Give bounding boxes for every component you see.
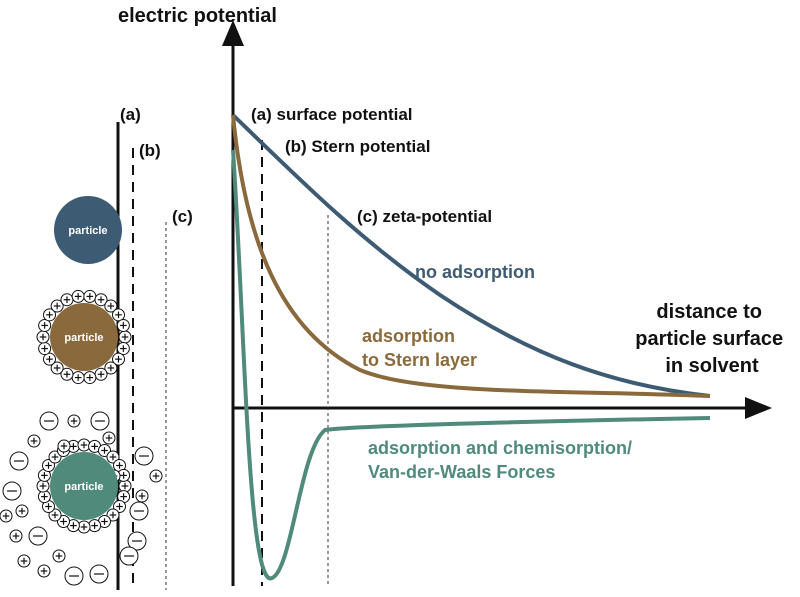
x-axis-label-line: particle surface — [635, 328, 783, 350]
curve-label-stern-adsorption: adsorption to Stern layer — [362, 326, 477, 370]
curve-label-line: adsorption and chemisorption/ — [368, 438, 632, 458]
x-axis-label: distance to particle surface in solvent — [635, 301, 788, 377]
particle-brown — [50, 303, 118, 371]
ions-group — [0, 289, 163, 586]
y-axis-label: electric potential — [118, 5, 277, 27]
particle-label: particle — [64, 481, 103, 493]
curve-no-adsorption — [231, 113, 711, 398]
x-axis-label-line: in solvent — [665, 355, 759, 377]
stern-potential-label: (b) Stern potential — [285, 137, 430, 156]
particle-blue — [54, 196, 122, 264]
plane-a-label: (a) — [120, 105, 141, 124]
curve-label-line: to Stern layer — [362, 350, 477, 370]
curve-label-line: adsorption — [362, 326, 455, 346]
x-axis-arrow-icon — [745, 397, 772, 419]
particle-teal — [50, 452, 118, 520]
zeta-potential-label: (c) zeta-potential — [357, 207, 492, 226]
particle-label: particle — [64, 332, 103, 344]
curve-chemisorption — [231, 149, 711, 581]
plane-c-label: (c) — [172, 207, 193, 226]
plane-b-label: (b) — [139, 141, 161, 160]
particle-label: particle — [68, 225, 107, 237]
y-axis-arrow-icon — [222, 20, 244, 46]
surface-potential-label: (a) surface potential — [251, 105, 413, 124]
curve-stern-adsorption — [231, 114, 711, 398]
curve-label-chemisorption: adsorption and chemisorption/ Van-der-Wa… — [368, 438, 637, 482]
curve-label-no-adsorption: no adsorption — [415, 262, 535, 282]
x-axis-label-line: distance to — [656, 301, 762, 323]
curve-label-line: Van-der-Waals Forces — [368, 462, 555, 482]
